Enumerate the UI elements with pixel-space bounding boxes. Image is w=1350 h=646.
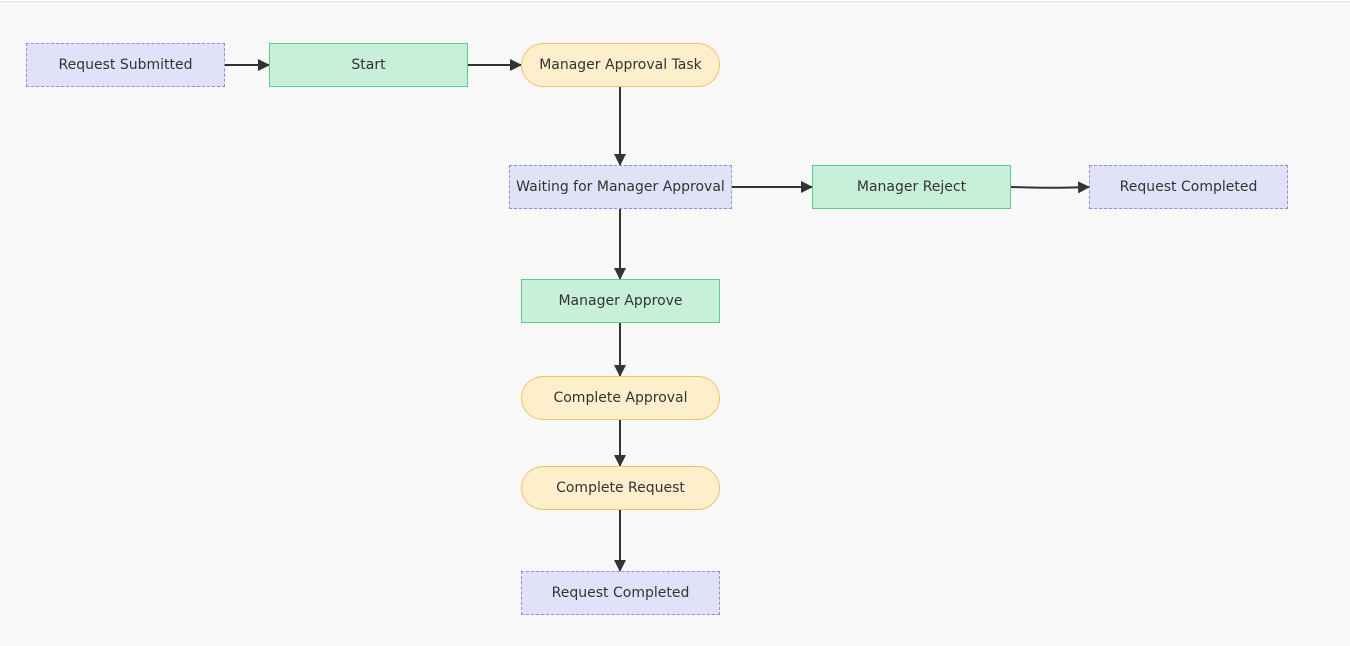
node-request-submitted[interactable]: Request Submitted <box>26 43 225 87</box>
node-manager-approval-task[interactable]: Manager Approval Task <box>521 43 720 87</box>
node-waiting-for-manager-approval[interactable]: Waiting for Manager Approval <box>509 165 732 209</box>
node-start[interactable]: Start <box>269 43 468 87</box>
node-manager-approve[interactable]: Manager Approve <box>521 279 720 323</box>
node-manager-reject[interactable]: Manager Reject <box>812 165 1011 209</box>
node-request-completed-approve[interactable]: Request Completed <box>521 571 720 615</box>
edge-manager-reject-to-request-completed <box>1010 181 1090 194</box>
node-complete-request[interactable]: Complete Request <box>521 466 720 510</box>
node-request-completed-reject[interactable]: Request Completed <box>1089 165 1288 209</box>
node-complete-approval[interactable]: Complete Approval <box>521 376 720 420</box>
